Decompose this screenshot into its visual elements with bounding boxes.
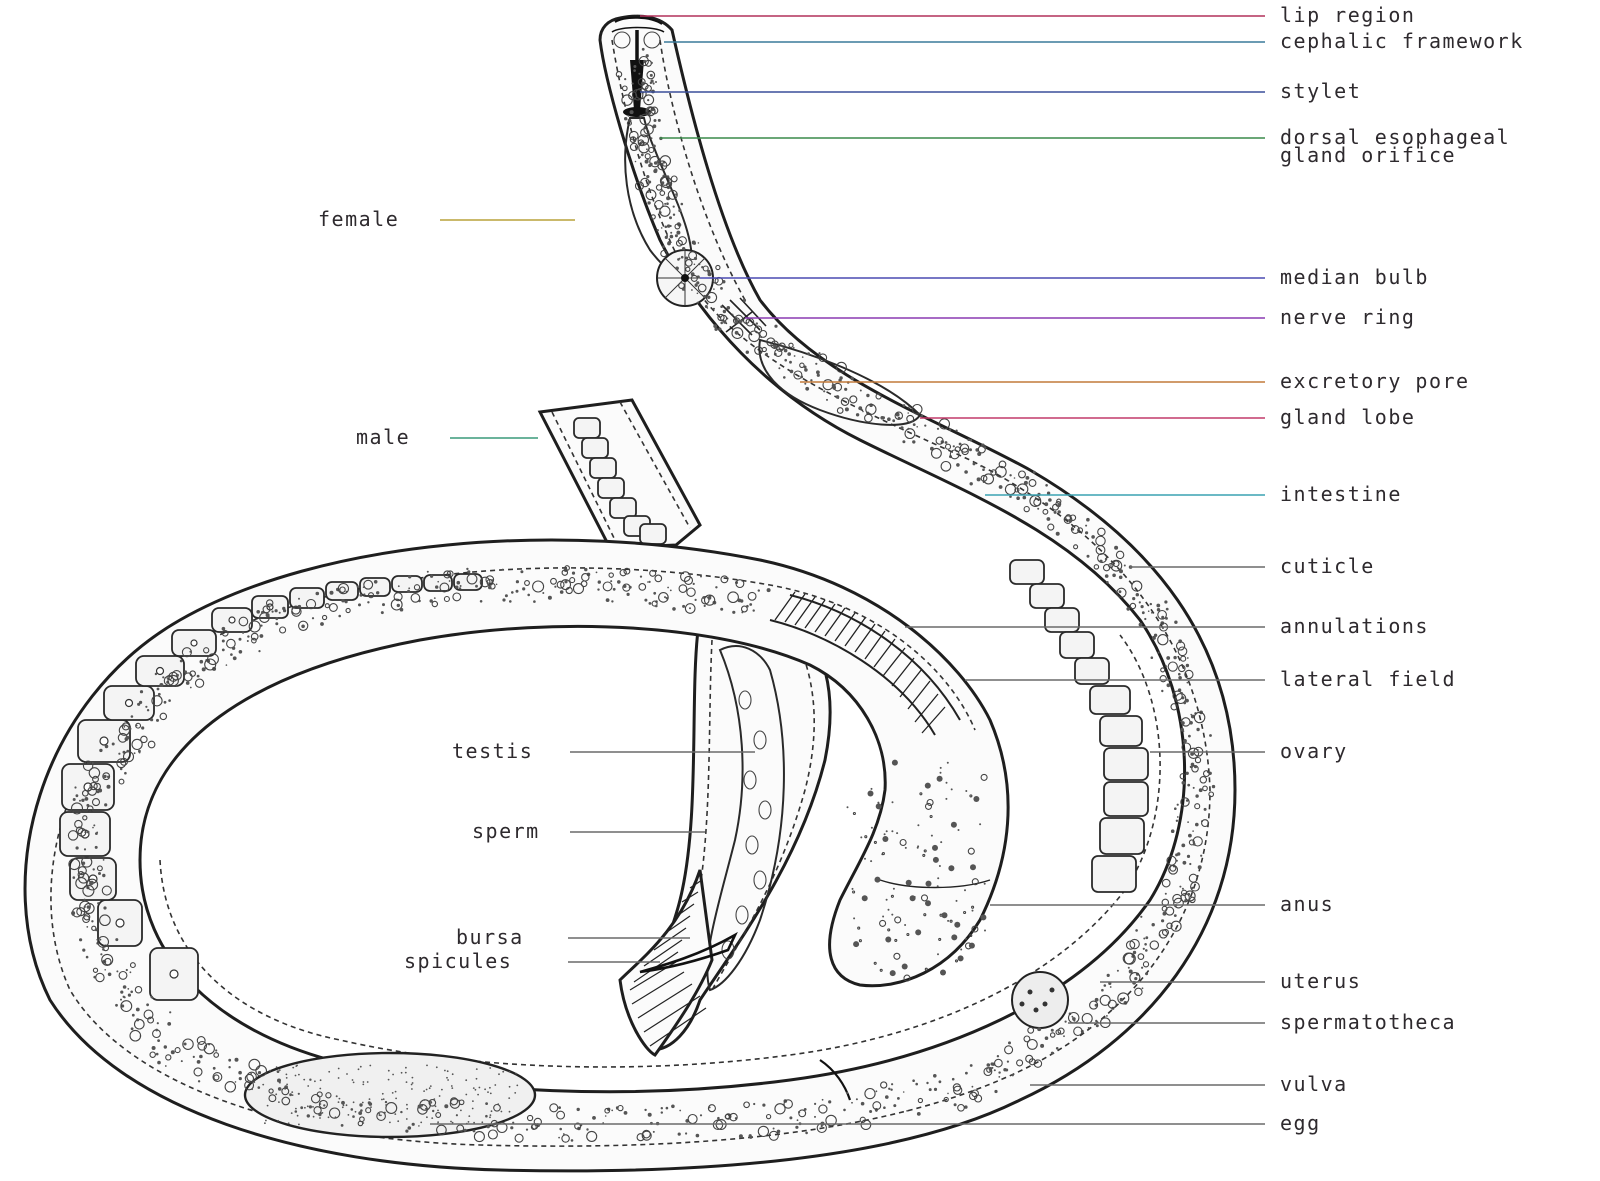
label-gland-orifice: gland orifice (1280, 143, 1456, 167)
label-stylet: stylet (1280, 79, 1361, 103)
label-male: male (356, 425, 410, 449)
label-annulations: annulations (1280, 614, 1429, 638)
label-testis: testis (452, 739, 533, 763)
label-spermatotheca: spermatotheca (1280, 1010, 1456, 1034)
label-cephalic-framework: cephalic framework (1280, 29, 1524, 53)
label-bursa: bursa (456, 925, 524, 949)
label-spicules: spicules (404, 949, 512, 973)
male-body-upper (540, 400, 700, 548)
label-cuticle: cuticle (1280, 554, 1375, 578)
label-uterus: uterus (1280, 969, 1361, 993)
label-excretory-pore: excretory pore (1280, 369, 1470, 393)
female-spermatotheca (1012, 972, 1068, 1028)
label-median-bulb: median bulb (1280, 265, 1429, 289)
label-anus: anus (1280, 892, 1334, 916)
label-lip-region: lip region (1280, 3, 1415, 27)
label-intestine: intestine (1280, 482, 1402, 506)
label-vulva: vulva (1280, 1072, 1348, 1096)
label-gland-lobe: gland lobe (1280, 405, 1415, 429)
label-egg: egg (1280, 1111, 1321, 1135)
label-lateral-field: lateral field (1280, 667, 1456, 691)
label-sperm: sperm (472, 819, 540, 843)
label-nerve-ring: nerve ring (1280, 305, 1415, 329)
male-worm (540, 400, 830, 1055)
label-ovary: ovary (1280, 739, 1348, 763)
label-female: female (318, 207, 399, 231)
